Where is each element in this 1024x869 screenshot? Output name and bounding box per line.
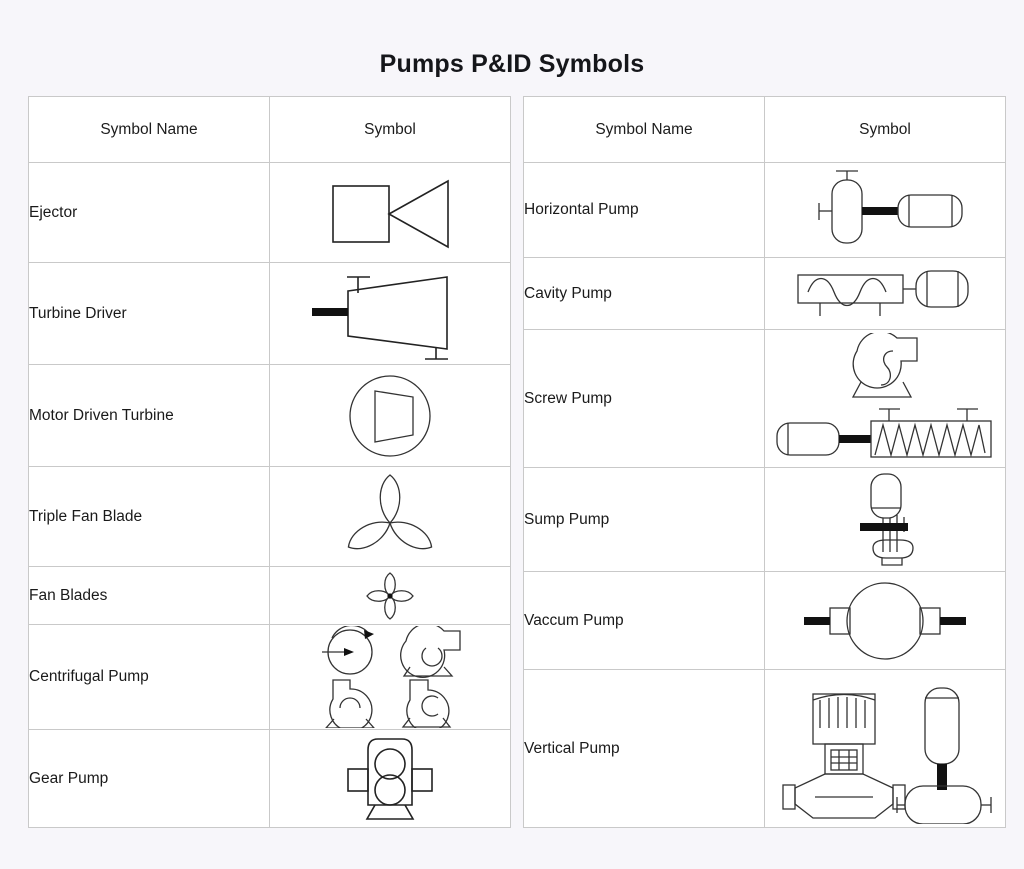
symbol-name-fan-blades: Fan Blades bbox=[28, 566, 270, 625]
table-row[interactable]: Fan Blades bbox=[28, 566, 511, 625]
table-header-row: Symbol Name Symbol bbox=[28, 96, 511, 163]
turbine-driver-icon bbox=[312, 275, 448, 360]
cavity-pump-icon bbox=[797, 269, 969, 316]
symbol-cell-motor-driven-turbine bbox=[269, 364, 511, 467]
table-row[interactable]: Vaccum Pump bbox=[523, 571, 1006, 670]
symbol-name-sump-pump: Sump Pump bbox=[523, 467, 765, 572]
symbol-name-ejector: Ejector bbox=[28, 162, 270, 263]
table-row[interactable]: Vertical Pump bbox=[523, 669, 1006, 828]
symbol-name-horizontal-pump: Horizontal Pump bbox=[523, 162, 765, 258]
symbol-cell-sump-pump bbox=[764, 467, 1006, 572]
table-row[interactable]: Centrifugal Pump bbox=[28, 624, 511, 730]
symbol-name-triple-fan-blade: Triple Fan Blade bbox=[28, 466, 270, 567]
vertical-pump-icon bbox=[782, 686, 992, 824]
header-symbol: Symbol bbox=[764, 96, 1006, 163]
screw-pump-icon bbox=[776, 332, 992, 458]
symbol-name-turbine-driver: Turbine Driver bbox=[28, 262, 270, 365]
symbol-name-centrifugal-pump: Centrifugal Pump bbox=[28, 624, 270, 730]
symbol-name-motor-driven-turbine: Motor Driven Turbine bbox=[28, 364, 270, 467]
header-symbol-name: Symbol Name bbox=[523, 96, 765, 163]
table-row[interactable]: Horizontal Pump bbox=[523, 162, 1006, 258]
symbol-cell-gear-pump bbox=[269, 729, 511, 828]
horizontal-pump-icon bbox=[818, 170, 963, 244]
vaccum-pump-icon bbox=[804, 581, 966, 660]
symbol-cell-vaccum-pump bbox=[764, 571, 1006, 670]
table-row[interactable]: Ejector bbox=[28, 162, 511, 263]
symbol-cell-screw-pump bbox=[764, 329, 1006, 468]
tables-container: Symbol Name Symbol Ejector bbox=[0, 79, 1024, 828]
table-row[interactable]: Motor Driven Turbine bbox=[28, 364, 511, 467]
header-symbol-name: Symbol Name bbox=[28, 96, 270, 163]
symbol-name-vaccum-pump: Vaccum Pump bbox=[523, 571, 765, 670]
symbol-cell-horizontal-pump bbox=[764, 162, 1006, 258]
table-header-row: Symbol Name Symbol bbox=[523, 96, 1006, 163]
symbol-name-gear-pump: Gear Pump bbox=[28, 729, 270, 828]
centrifugal-pump-icon bbox=[322, 626, 461, 728]
symbol-cell-turbine-driver bbox=[269, 262, 511, 365]
symbol-name-vertical-pump: Vertical Pump bbox=[523, 669, 765, 828]
symbol-cell-fan-blades bbox=[269, 566, 511, 625]
table-row[interactable]: Cavity Pump bbox=[523, 257, 1006, 330]
symbol-cell-centrifugal-pump bbox=[269, 624, 511, 730]
symbol-cell-ejector bbox=[269, 162, 511, 263]
symbol-cell-vertical-pump bbox=[764, 669, 1006, 828]
right-symbols-table: Symbol Name Symbol Horizontal Pump bbox=[523, 96, 1006, 828]
page-title: Pumps P&ID Symbols bbox=[379, 50, 645, 78]
motor-driven-turbine-icon bbox=[349, 374, 431, 457]
triple-fan-blade-icon bbox=[347, 473, 433, 549]
table-row[interactable]: Turbine Driver bbox=[28, 262, 511, 365]
table-row[interactable]: Triple Fan Blade bbox=[28, 466, 511, 567]
table-row[interactable]: Sump Pump bbox=[523, 467, 1006, 572]
fan-blades-icon bbox=[366, 571, 414, 620]
symbol-cell-cavity-pump bbox=[764, 257, 1006, 330]
symbol-cell-triple-fan-blade bbox=[269, 466, 511, 567]
sump-pump-icon bbox=[860, 472, 914, 566]
table-row[interactable]: Screw Pump bbox=[523, 329, 1006, 468]
symbol-name-cavity-pump: Cavity Pump bbox=[523, 257, 765, 330]
gear-pump-icon bbox=[347, 737, 433, 820]
symbol-name-screw-pump: Screw Pump bbox=[523, 329, 765, 468]
header-symbol: Symbol bbox=[269, 96, 511, 163]
left-symbols-table: Symbol Name Symbol Ejector bbox=[28, 96, 511, 828]
ejector-icon bbox=[332, 179, 449, 248]
table-row[interactable]: Gear Pump bbox=[28, 729, 511, 828]
